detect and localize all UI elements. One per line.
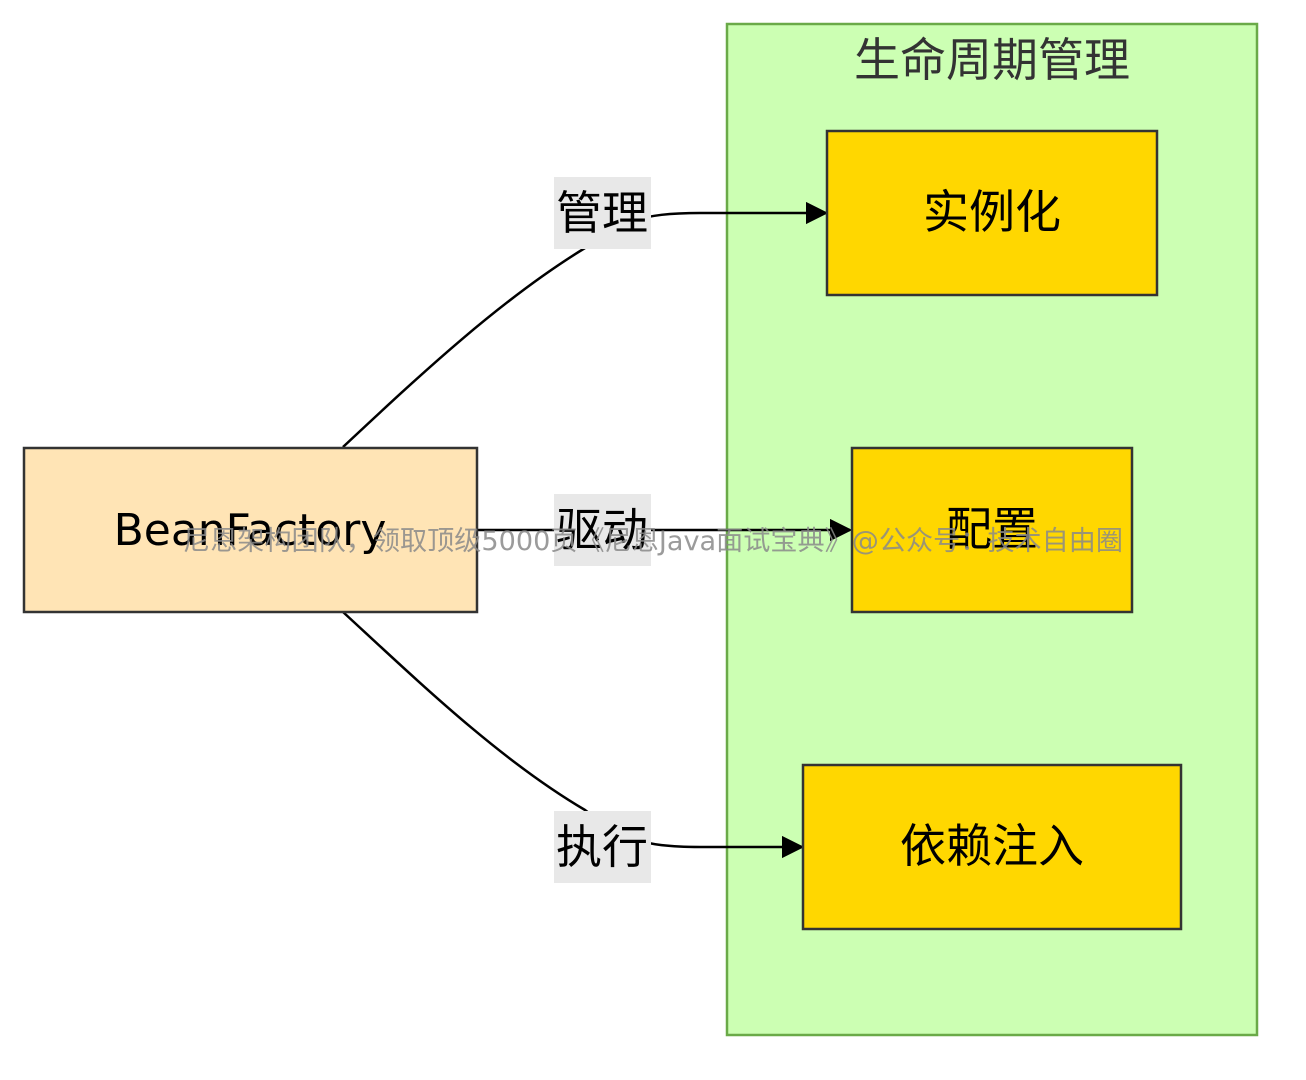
edge-label-drive: 驱动 — [554, 494, 651, 566]
node-label: 实例化 — [923, 185, 1061, 239]
edge-label-bg — [554, 494, 651, 566]
node-box — [22, 446, 479, 614]
node-box — [801, 763, 1183, 931]
cluster-title: 生命周期管理 — [854, 33, 1130, 87]
edge-label-execute: 执行 — [554, 811, 651, 883]
node-box — [850, 446, 1134, 614]
edges — [342, 201, 853, 859]
edge-label-bg — [554, 811, 651, 883]
watermark-text: 尼恩架构团队，领取顶级5000页《尼恩Java面试宝典》@公众号：技术自由圈 — [183, 526, 1123, 557]
edge-label-bg — [554, 177, 651, 249]
edge-execute — [342, 611, 805, 859]
edge-label-manage: 管理 — [554, 177, 651, 249]
node-label: 配置 — [946, 502, 1038, 556]
node-configure: 配置 — [850, 446, 1134, 614]
edge-label-text: 执行 — [556, 820, 648, 874]
node-box — [825, 129, 1159, 297]
edge-label-text: 驱动 — [556, 503, 648, 557]
node-instantiate: 实例化 — [825, 129, 1159, 297]
node-label: BeanFactory — [114, 505, 387, 556]
edge-manage — [342, 201, 829, 448]
node-inject: 依赖注入 — [801, 763, 1183, 931]
node-bean-factory: BeanFactory — [22, 446, 479, 614]
edge-label-text: 管理 — [556, 186, 648, 240]
node-label: 依赖注入 — [900, 819, 1084, 873]
